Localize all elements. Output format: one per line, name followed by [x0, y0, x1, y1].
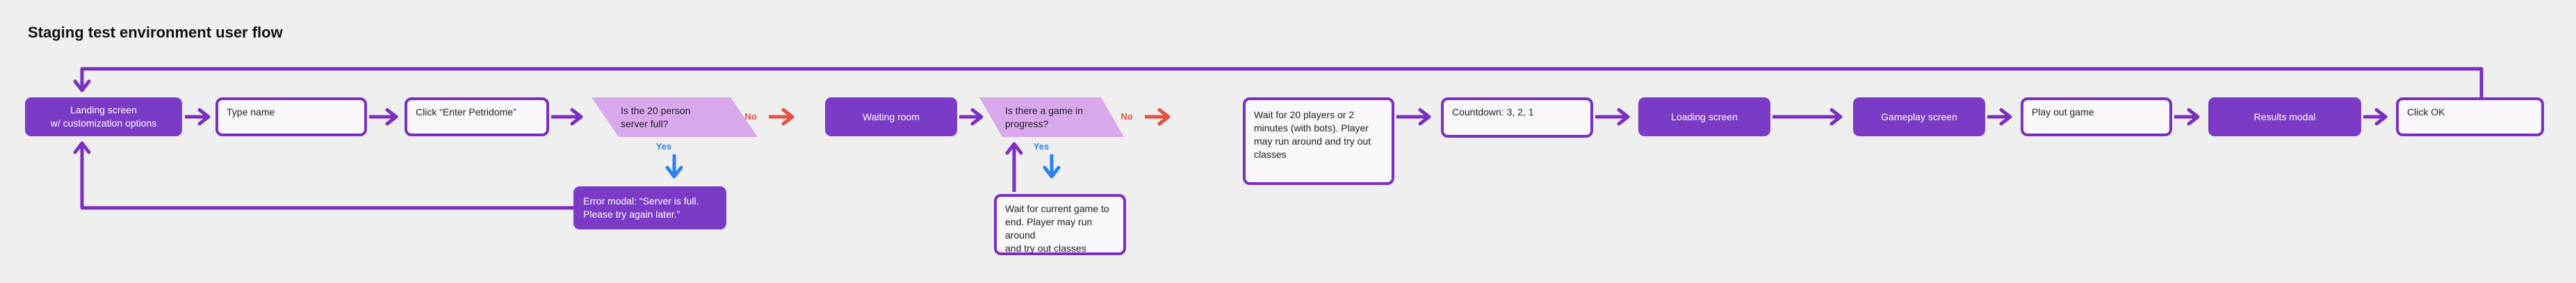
node-decision-game-in-progress[interactable]: Is there a game in progress?	[979, 97, 1124, 137]
node-decision-server-full[interactable]: Is the 20 person server full?	[592, 97, 758, 137]
edge-errormodal-landing	[73, 141, 573, 210]
node-loading-screen[interactable]: Loading screen	[1638, 97, 1770, 136]
page-title: Staging test environment user flow	[28, 24, 283, 41]
node-wait-current-game[interactable]: Wait for current game to end. Player may…	[994, 194, 1126, 255]
label-no-server-full: No	[744, 111, 757, 122]
edge-clickok-landing-loop	[73, 67, 2484, 97]
label-yes-server-full: Yes	[655, 141, 672, 152]
label-no-game-in-progress: No	[1120, 111, 1133, 122]
node-landing-screen[interactable]: Landing screen w/ customization options	[25, 97, 182, 136]
node-error-modal[interactable]: Error modal: “Server is full. Please try…	[573, 186, 726, 229]
node-click-ok[interactable]: Click OK	[2396, 97, 2544, 136]
label-yes-game-in-progress: Yes	[1033, 141, 1050, 152]
node-results-modal[interactable]: Results modal	[2208, 97, 2361, 136]
node-gameplay-screen[interactable]: Gameplay screen	[1853, 97, 1985, 136]
node-type-name[interactable]: Type name	[215, 97, 367, 136]
node-click-enter-petridome[interactable]: Click “Enter Petridome”	[405, 97, 549, 136]
node-countdown[interactable]: Countdown: 3, 2, 1	[1441, 97, 1593, 138]
node-waiting-room[interactable]: Waiting room	[825, 97, 957, 136]
node-wait-for-players[interactable]: Wait for 20 players or 2 minutes (with b…	[1243, 97, 1394, 185]
node-play-out-game[interactable]: Play out game	[2021, 97, 2172, 136]
